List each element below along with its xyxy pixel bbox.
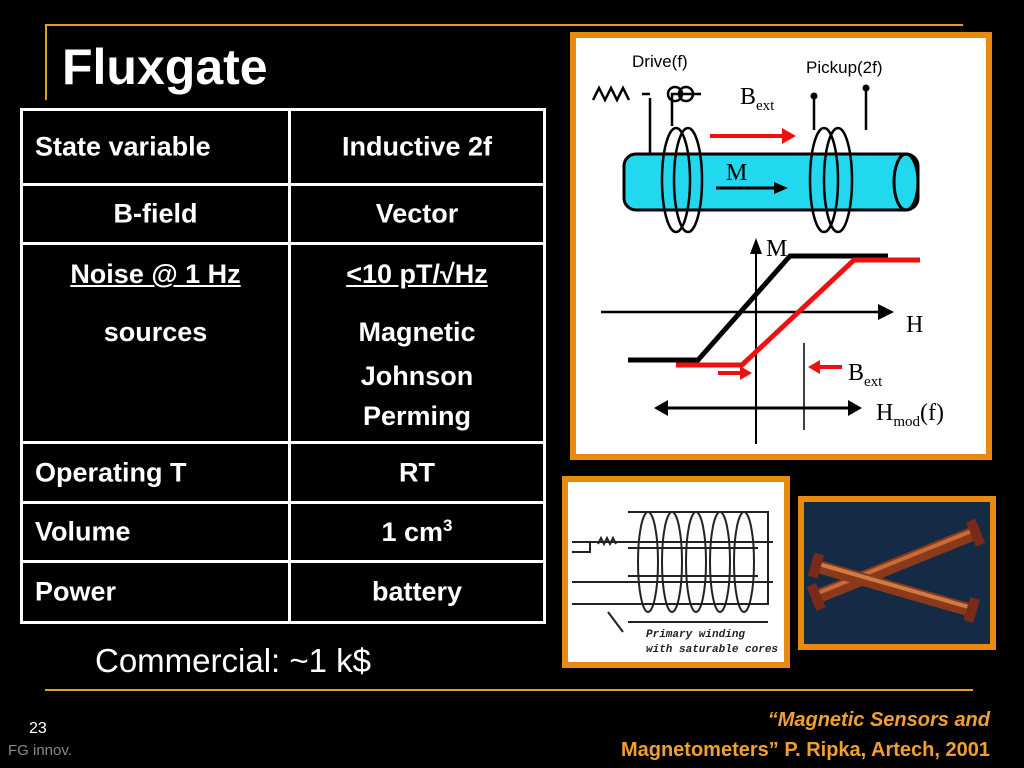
- title-left-rule: [45, 24, 47, 100]
- table-cell: battery: [371, 576, 463, 607]
- h-axis-label: H: [906, 312, 924, 338]
- noise-value: <10 pT/√Hz: [346, 259, 488, 289]
- noise-label: Noise @ 1 Hz: [70, 259, 241, 289]
- source-item: Magnetic: [358, 317, 476, 347]
- table-cell: Inductive 2f: [341, 131, 493, 162]
- table-cell: Volume: [35, 516, 131, 547]
- m-axis-label: M: [766, 236, 788, 262]
- table-cell: RT: [399, 457, 435, 487]
- source-item: Perming: [362, 401, 472, 431]
- fluxgate-schematic: [591, 84, 920, 444]
- fluxgate-photo: [798, 496, 996, 650]
- citation: “Magnetic Sensors and Magnetometers” P. …: [621, 705, 990, 765]
- winding-drawing: Primary winding with saturable cores: [562, 476, 790, 668]
- table-cell: Power: [35, 576, 117, 607]
- fluxgate-diagram: Drive(f) Pickup(2f) Bext M M H Bext Hmod…: [570, 32, 992, 460]
- table-cell: State variable: [35, 131, 211, 162]
- table-row: B-field Vector: [23, 186, 543, 245]
- sensor-photo: [804, 502, 990, 644]
- pickup-label: Pickup(2f): [806, 58, 883, 77]
- table-cell: Operating T: [35, 457, 187, 487]
- table-cell: B-field: [113, 198, 198, 229]
- table-row: Operating T RT: [23, 444, 543, 504]
- table-row: State variable Inductive 2f: [23, 111, 543, 186]
- citation-line-1: “Magnetic Sensors and: [767, 709, 990, 731]
- drive-label: Drive(f): [632, 52, 688, 71]
- table-cell: 1 cm3: [381, 516, 453, 547]
- spec-table: State variable Inductive 2f B-field Vect…: [20, 108, 546, 624]
- footer-label: FG innov.: [8, 742, 72, 759]
- commercial-cost: Commercial: ~1 k$: [95, 642, 372, 679]
- slide-number: 23: [29, 720, 47, 737]
- bext-label-plot: Bext: [848, 360, 883, 390]
- bext-label-top: Bext: [740, 84, 775, 114]
- source-item: Johnson: [360, 361, 474, 391]
- table-cell: Vector: [375, 198, 459, 229]
- title-top-rule: [45, 24, 963, 26]
- citation-line-2: Magnetometers” P. Ripka, Artech, 2001: [620, 739, 990, 761]
- primary-winding-caption: Primary winding with saturable cores: [646, 629, 779, 656]
- table-row: Power battery: [23, 563, 543, 621]
- winding-illustration: [572, 511, 773, 633]
- slide-title: Fluxgate: [62, 39, 268, 95]
- m-label-core: M: [726, 160, 748, 186]
- table-row: Noise @ 1 Hz sources <10 pT/√Hz Magnetic…: [23, 245, 543, 444]
- sources-label: sources: [103, 317, 208, 347]
- bottom-rule: [45, 689, 973, 691]
- hmod-label: Hmod(f): [876, 400, 944, 430]
- table-row: Volume 1 cm3: [23, 504, 543, 563]
